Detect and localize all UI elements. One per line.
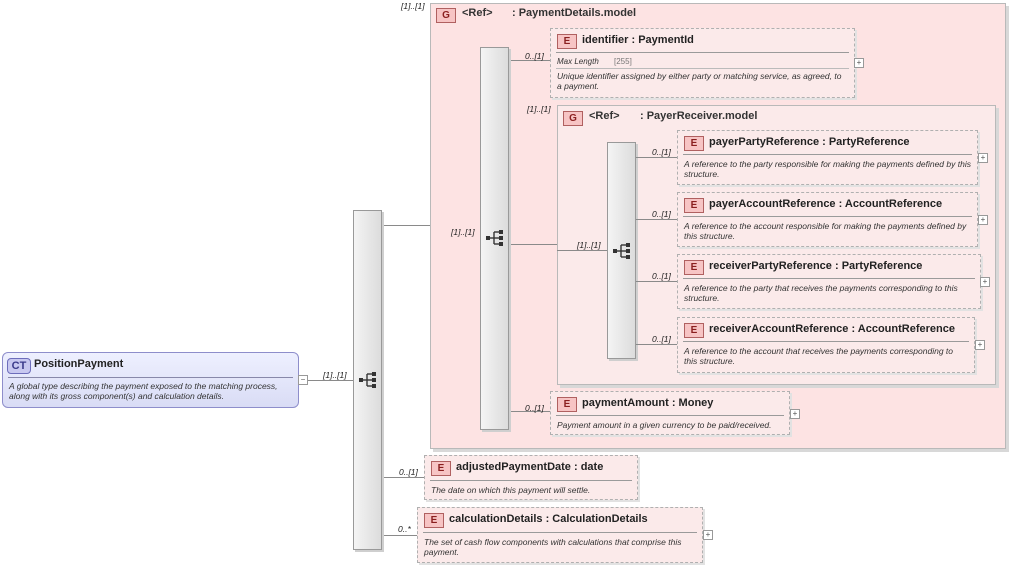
payment-amount-element[interactable]: E paymentAmount : Money Payment amount i…	[550, 391, 790, 435]
payer-account-cardinality: 0..[1]	[652, 209, 671, 219]
sequence-compositor-icon	[359, 372, 376, 388]
receiver-party-name: receiverPartyReference : PartyReference	[709, 260, 923, 272]
group-badge: G	[436, 8, 456, 23]
adjusted-payment-date-name: adjustedPaymentDate : date	[456, 461, 604, 473]
complex-type-badge: CT	[7, 358, 31, 374]
element-badge: E	[424, 513, 444, 528]
identifier-name: identifier : PaymentId	[582, 34, 694, 46]
divider	[683, 154, 972, 155]
element-badge: E	[684, 260, 704, 275]
adjusted-payment-date-element[interactable]: E adjustedPaymentDate : date The date on…	[424, 455, 638, 500]
payer-receiver-outer-cardinality: [1]..[1]	[527, 104, 551, 114]
sequence-compositor-icon	[613, 243, 630, 259]
calculation-details-element[interactable]: E calculationDetails : CalculationDetail…	[417, 507, 703, 563]
expand-icon[interactable]: +	[975, 340, 985, 350]
calculation-details-doc: The set of cash flow components with cal…	[424, 537, 682, 557]
receiver-account-doc: A reference to the account that receives…	[684, 346, 954, 366]
receiver-account-reference-element[interactable]: E receiverAccountReference : AccountRefe…	[677, 317, 975, 373]
divider	[556, 68, 849, 69]
connector-seq3-receiveraccount	[636, 344, 677, 345]
payer-receiver-name[interactable]: : PayerReceiver.model	[640, 110, 758, 122]
calculation-details-cardinality: 0..*	[398, 524, 411, 534]
identifier-element[interactable]: E identifier : PaymentId Max Length [255…	[550, 28, 855, 98]
root-to-sequence-cardinality: [1]..[1]	[323, 370, 347, 380]
element-badge: E	[557, 34, 577, 49]
sequence-compositor-icon	[486, 230, 503, 246]
payer-account-name: payerAccountReference : AccountReference	[709, 198, 943, 210]
divider	[430, 480, 632, 481]
divider	[683, 341, 969, 342]
connector-seq3-receiverparty	[636, 281, 677, 282]
element-badge: E	[684, 136, 704, 151]
payment-details-name[interactable]: : PaymentDetails.model	[512, 7, 637, 19]
payer-receiver-ref: <Ref>	[589, 110, 620, 122]
divider	[683, 278, 975, 279]
payer-party-name: payerPartyReference : PartyReference	[709, 136, 910, 148]
expand-icon[interactable]: +	[790, 409, 800, 419]
payer-party-doc: A reference to the party responsible for…	[684, 159, 971, 179]
payment-details-cardinality: [1]..[1]	[451, 227, 475, 237]
payment-amount-doc: Payment amount in a given currency to be…	[557, 420, 772, 430]
receiver-account-name: receiverAccountReference : AccountRefere…	[709, 323, 955, 335]
expand-icon[interactable]: +	[978, 215, 988, 225]
payment-amount-cardinality: 0..[1]	[525, 403, 544, 413]
payer-party-reference-element[interactable]: E payerPartyReference : PartyReference A…	[677, 130, 978, 185]
payment-details-ref: <Ref>	[462, 7, 493, 19]
max-length-value: [255]	[614, 57, 632, 66]
connector-seq2-paymentamount	[509, 411, 550, 412]
divider	[8, 377, 293, 378]
receiver-party-doc: A reference to the party that receives t…	[684, 283, 958, 303]
identifier-cardinality: 0..[1]	[525, 51, 544, 61]
group-badge: G	[563, 111, 583, 126]
identifier-doc: Unique identifier assigned by either par…	[557, 71, 842, 91]
expand-icon[interactable]: +	[980, 277, 990, 287]
calculation-details-name: calculationDetails : CalculationDetails	[449, 513, 648, 525]
adjusted-payment-date-cardinality: 0..[1]	[399, 467, 418, 477]
connector-root-to-seq	[299, 380, 354, 381]
element-badge: E	[431, 461, 451, 476]
expand-icon[interactable]: +	[978, 153, 988, 163]
connector-seq-to-paymentdetails	[382, 225, 430, 226]
connector-seq3-payerparty	[636, 157, 677, 158]
receiver-account-cardinality: 0..[1]	[652, 334, 671, 344]
element-badge: E	[557, 397, 577, 412]
divider	[556, 52, 849, 53]
element-badge: E	[684, 198, 704, 213]
collapse-icon[interactable]: −	[298, 375, 308, 385]
divider	[556, 415, 784, 416]
connector-seq-to-adjusted	[382, 477, 424, 478]
position-payment-complex-type[interactable]: CT PositionPayment A global type describ…	[2, 352, 299, 408]
connector-seq-to-calculation	[382, 535, 417, 536]
divider	[423, 532, 697, 533]
divider	[683, 216, 972, 217]
receiver-party-cardinality: 0..[1]	[652, 271, 671, 281]
max-length-label: Max Length	[557, 57, 599, 66]
payer-receiver-cardinality: [1]..[1]	[577, 240, 601, 250]
payer-account-doc: A reference to the account responsible f…	[684, 221, 967, 241]
connector-group2-to-seq3	[557, 250, 608, 251]
position-payment-name: PositionPayment	[34, 358, 124, 370]
element-badge: E	[684, 323, 704, 338]
payment-details-outer-cardinality: [1]..[1]	[401, 1, 425, 11]
connector-seq2-identifier	[509, 60, 550, 61]
position-payment-doc: A global type describing the payment exp…	[9, 381, 278, 401]
payer-account-reference-element[interactable]: E payerAccountReference : AccountReferen…	[677, 192, 978, 247]
expand-icon[interactable]: +	[703, 530, 713, 540]
payment-amount-name: paymentAmount : Money	[582, 397, 714, 409]
connector-seq2-payerreceiver	[509, 244, 557, 245]
expand-icon[interactable]: +	[854, 58, 864, 68]
receiver-party-reference-element[interactable]: E receiverPartyReference : PartyReferenc…	[677, 254, 981, 309]
adjusted-payment-date-doc: The date on which this payment will sett…	[431, 485, 591, 495]
payer-party-cardinality: 0..[1]	[652, 147, 671, 157]
connector-seq3-payeraccount	[636, 219, 677, 220]
